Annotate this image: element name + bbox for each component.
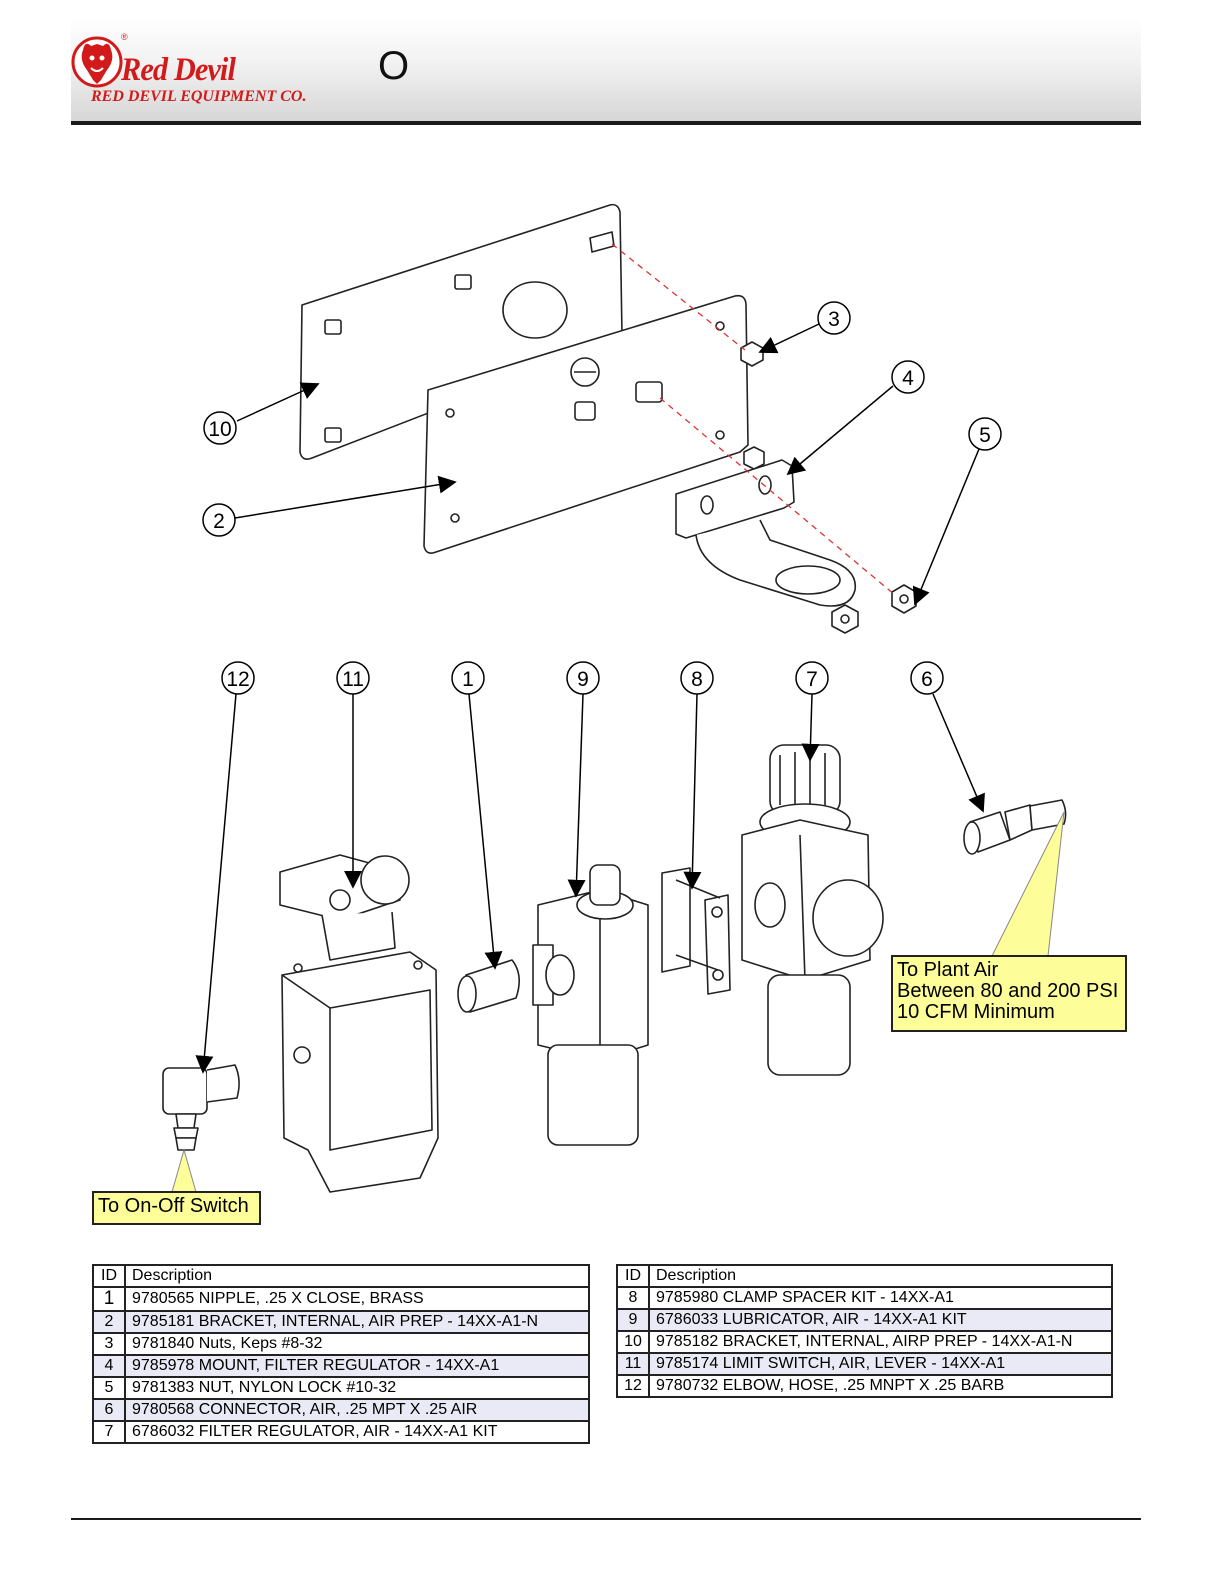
balloon-label: 10 (208, 418, 231, 441)
balloon-3: 3 (817, 301, 851, 335)
description-header: Description (124, 1264, 590, 1288)
balloon-6: 6 (910, 661, 944, 695)
part-description: 9785182 BRACKET, INTERNAL, AIRP PREP - 1… (648, 1330, 1113, 1354)
balloon-label: 7 (806, 668, 818, 691)
part-id: 8 (616, 1286, 650, 1310)
page-title: O (378, 44, 410, 88)
part-description: 9785181 BRACKET, INTERNAL, AIR PREP - 14… (124, 1310, 590, 1334)
balloon-1: 1 (451, 661, 485, 695)
balloon-11: 11 (336, 661, 370, 695)
callout-text: To On-Off Switch (98, 1195, 249, 1217)
footer-rule (71, 1518, 1141, 1520)
id-header: ID (616, 1264, 650, 1288)
part-id: 6 (92, 1398, 126, 1422)
id-header: ID (92, 1264, 126, 1288)
balloon-9: 9 (566, 661, 600, 695)
filter-regulator-mount-4 (675, 459, 857, 607)
balloon-label: 11 (342, 668, 364, 691)
bracket-plate-2 (423, 294, 749, 554)
balloon-12: 12 (221, 661, 255, 695)
balloon-2: 2 (202, 503, 236, 537)
part-description: 9781383 NUT, NYLON LOCK #10-32 (124, 1376, 590, 1400)
lubricator-9 (532, 864, 649, 1146)
keps-nut-3 (740, 341, 764, 367)
on-off-switch-callout: To On-Off Switch (92, 1191, 261, 1225)
balloon-label: 1 (462, 668, 474, 691)
balloon-10: 10 (203, 411, 237, 445)
part-id: 2 (92, 1310, 126, 1334)
balloon-label: 6 (921, 668, 933, 691)
balloon-7: 7 (795, 661, 829, 695)
balloon-label: 2 (213, 510, 225, 533)
air-connector-6 (963, 799, 1067, 855)
part-id: 10 (616, 1330, 650, 1354)
balloon-8: 8 (680, 661, 714, 695)
balloon-label: 9 (577, 668, 589, 691)
devil-head-icon (71, 36, 123, 88)
part-description: 9785980 CLAMP SPACER KIT - 14XX-A1 (648, 1286, 1113, 1310)
part-id: 5 (92, 1376, 126, 1400)
filter-regulator-7 (741, 744, 884, 1076)
part-description: 9785978 MOUNT, FILTER REGULATOR - 14XX-A… (124, 1354, 590, 1378)
bracket-plate-10 (299, 203, 623, 460)
table-header-row: ID Description (616, 1264, 1113, 1288)
part-description: 9780732 ELBOW, HOSE, .25 MNPT X .25 BARB (648, 1374, 1113, 1398)
brand-name: Red Devil (121, 52, 236, 88)
part-description: 9785174 LIMIT SWITCH, AIR, LEVER - 14XX-… (648, 1352, 1113, 1376)
part-description: 6786032 FILTER REGULATOR, AIR - 14XX-A1 … (124, 1420, 590, 1444)
part-description: 9781840 Nuts, Keps #8-32 (124, 1332, 590, 1356)
nipple-1 (457, 959, 520, 1013)
callout-line-2: Between 80 and 200 PSI (897, 980, 1119, 1002)
part-id: 7 (92, 1420, 126, 1444)
balloon-label: 5 (979, 424, 991, 447)
header-rule (71, 121, 1141, 125)
part-description: 6786033 LUBRICATOR, AIR - 14XX-A1 KIT (648, 1308, 1113, 1332)
table-header-row: ID Description (92, 1264, 590, 1288)
part-id: 11 (616, 1352, 650, 1376)
callout-line-3: 10 CFM Minimum (897, 1001, 1055, 1023)
balloon-4: 4 (891, 360, 925, 394)
registered-mark: ® (121, 32, 128, 42)
clamp-spacer-8 (661, 867, 731, 995)
part-description: 9780565 NIPPLE, .25 X CLOSE, BRASS (124, 1286, 590, 1312)
part-id: 1 (92, 1286, 126, 1312)
plant-air-callout: To Plant Air Between 80 and 200 PSI 10 C… (891, 955, 1127, 1032)
hose-elbow-12 (162, 1064, 240, 1151)
callout-line-1: To Plant Air (897, 959, 999, 981)
balloon-label: 4 (902, 367, 914, 390)
part-id: 9 (616, 1308, 650, 1332)
balloon-label: 8 (691, 668, 703, 691)
exploded-parts-diagram: 3 4 5 10 2 12 11 1 9 8 7 6 (162, 203, 1067, 1193)
part-id: 4 (92, 1354, 126, 1378)
part-id: 3 (92, 1332, 126, 1356)
balloon-5: 5 (968, 417, 1002, 451)
balloon-label: 3 (828, 308, 840, 331)
limit-switch-11 (279, 854, 439, 1193)
company-logo: ® Red Devil RED DEVIL EQUIPMENT CO. (71, 30, 331, 110)
balloon-label: 12 (226, 668, 249, 691)
part-description: 9780568 CONNECTOR, AIR, .25 MPT X .25 AI… (124, 1398, 590, 1422)
description-header: Description (648, 1264, 1113, 1288)
company-name: RED DEVIL EQUIPMENT CO. (91, 88, 307, 105)
header-band (71, 18, 1141, 122)
part-id: 12 (616, 1374, 650, 1398)
